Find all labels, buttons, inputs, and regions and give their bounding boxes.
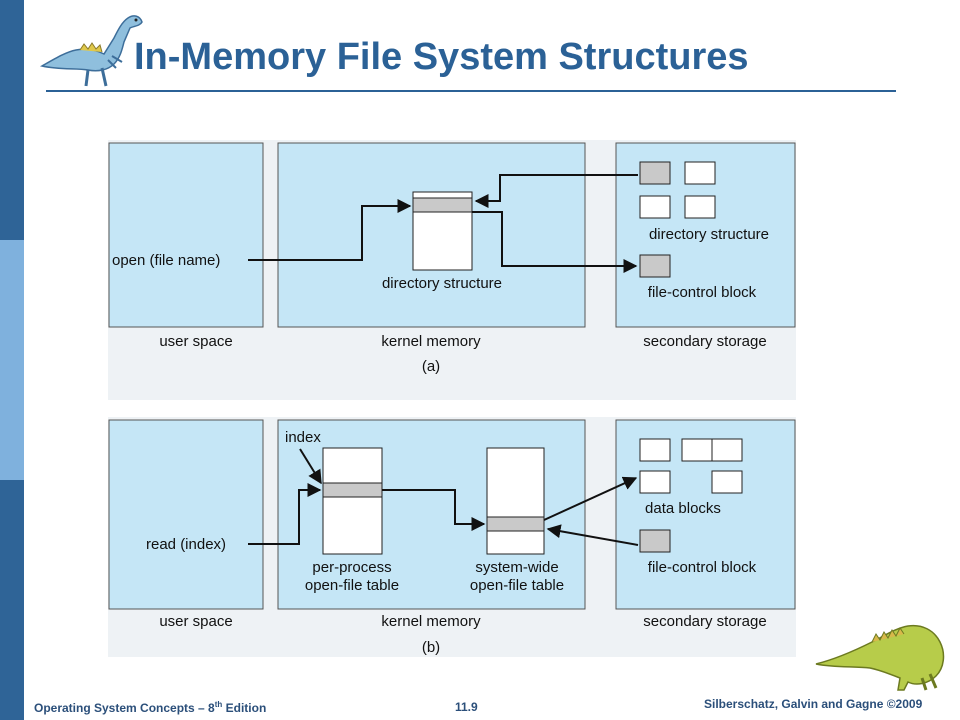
per-process-label-line1: per-process [312, 559, 391, 576]
footer-book-title: Operating System Concepts – 8 [34, 701, 215, 715]
dinosaur-footer-icon [815, 624, 945, 691]
per-process-highlight-row [322, 482, 383, 498]
footer-authors: Silberschatz, Galvin and Gagne ©2009 [704, 697, 923, 711]
storage-block [684, 161, 716, 185]
figure-b-caption: (b) [422, 639, 440, 656]
index-pointer-arrow [299, 448, 322, 485]
fcb-label-b: file-control block [648, 559, 757, 576]
data-block [639, 470, 671, 494]
secondary-storage-caption-a: secondary storage [643, 333, 766, 350]
slide-title: In-Memory File System Structures [134, 36, 749, 78]
footer-left: Operating System Concepts – 8th Edition [34, 700, 266, 715]
dinosaur-logo-icon [39, 15, 143, 87]
figure-a-caption: (a) [422, 358, 440, 375]
fcb-label-a: file-control block [648, 284, 757, 301]
storage-block [684, 195, 716, 219]
data-block [681, 438, 713, 462]
fcb-block-b [639, 529, 671, 553]
data-blocks-label: data blocks [645, 500, 721, 517]
storage-block-shaded [639, 161, 671, 185]
slide-side-bar [0, 0, 24, 720]
system-wide-label-line1: system-wide [475, 559, 558, 576]
side-bar-accent [0, 240, 24, 480]
user-space-caption-b: user space [159, 613, 232, 630]
read-call-arrow [248, 483, 322, 545]
kernel-memory-caption-b: kernel memory [381, 613, 481, 630]
kernel-directory-label: directory structure [382, 275, 502, 292]
data-block-arrow [543, 476, 638, 521]
kernel-directory-highlight-row [412, 197, 473, 213]
footer-page-number: 11.9 [455, 700, 478, 714]
secondary-storage-caption-b: secondary storage [643, 613, 766, 630]
fcb-to-table-arrow [546, 524, 639, 546]
storage-directory-label: directory structure [649, 226, 769, 243]
index-label: index [285, 429, 321, 446]
fcb-block-a [639, 254, 671, 278]
fcb-lookup-arrow [472, 211, 638, 273]
read-call-label: read (index) [146, 536, 226, 553]
system-wide-link-arrow [382, 489, 486, 531]
per-process-label-line2: open-file table [305, 577, 399, 594]
per-process-table [322, 447, 383, 555]
title-underline [46, 90, 896, 92]
data-block [711, 470, 743, 494]
user-space-panel-a [108, 142, 264, 328]
data-block [639, 438, 671, 462]
footer-edition-sup: th [214, 700, 223, 709]
system-wide-label-line2: open-file table [470, 577, 564, 594]
user-space-panel-b [108, 419, 264, 610]
system-wide-table [486, 447, 545, 555]
storage-block [639, 195, 671, 219]
open-call-arrow [248, 199, 412, 261]
open-call-label: open (file name) [112, 252, 220, 269]
directory-read-arrow [474, 174, 638, 208]
user-space-caption-a: user space [159, 333, 232, 350]
system-wide-highlight-row [486, 516, 545, 532]
footer-edition-suffix: Edition [222, 701, 267, 715]
kernel-memory-caption-a: kernel memory [381, 333, 481, 350]
data-block [711, 438, 743, 462]
